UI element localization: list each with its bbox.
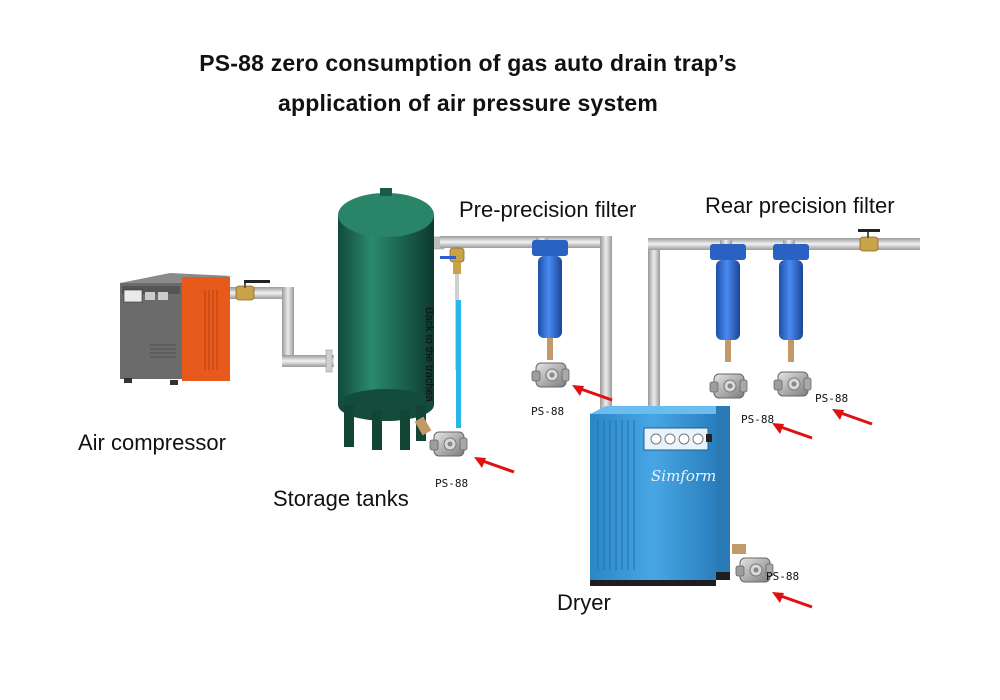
ps88-label-rear1: PS-88 — [741, 413, 775, 426]
pre-precision-filter — [532, 240, 568, 360]
ps88-trap-prefilter — [531, 362, 570, 388]
label-dryer: Dryer — [557, 590, 611, 615]
ps88-label-prefilter: PS-88 — [531, 405, 565, 418]
ps88-trap-tank — [414, 416, 468, 457]
label-rear-precision-filter: Rear precision filter — [705, 193, 895, 218]
return-line — [440, 247, 465, 428]
ps88-trap-rear1 — [709, 373, 748, 399]
brass-valve-icon — [235, 280, 270, 301]
page-title-line2: application of air pressure system — [277, 90, 659, 116]
outlet-valve-icon — [858, 229, 880, 252]
ps88-trap-dryer — [732, 544, 774, 583]
page-title-line1: PS-88 zero consumption of gas auto drain… — [199, 50, 737, 76]
label-pre-precision-filter: Pre-precision filter — [459, 197, 637, 222]
label-back-to-trachea: Back to the trachea — [423, 307, 435, 402]
dryer — [590, 406, 730, 586]
ps88-label-rear2: PS-88 — [815, 392, 849, 405]
arrow-icon — [472, 455, 516, 474]
ps88-trap-rear2 — [773, 371, 812, 397]
arrow-icon — [830, 407, 874, 426]
rear-precision-filter-1 — [710, 244, 746, 362]
arrow-icon — [770, 421, 814, 440]
label-storage-tanks: Storage tanks — [273, 486, 409, 511]
label-air-compressor: Air compressor — [78, 430, 226, 455]
arrow-icon — [770, 590, 814, 609]
dryer-brand-logo: Simform — [651, 467, 717, 485]
ps88-label-tank: PS-88 — [435, 477, 469, 490]
ps88-label-dryer: PS-88 — [766, 570, 800, 583]
storage-tank — [338, 188, 434, 450]
air-compressor — [120, 273, 232, 385]
rear-precision-filter-2 — [773, 244, 809, 362]
